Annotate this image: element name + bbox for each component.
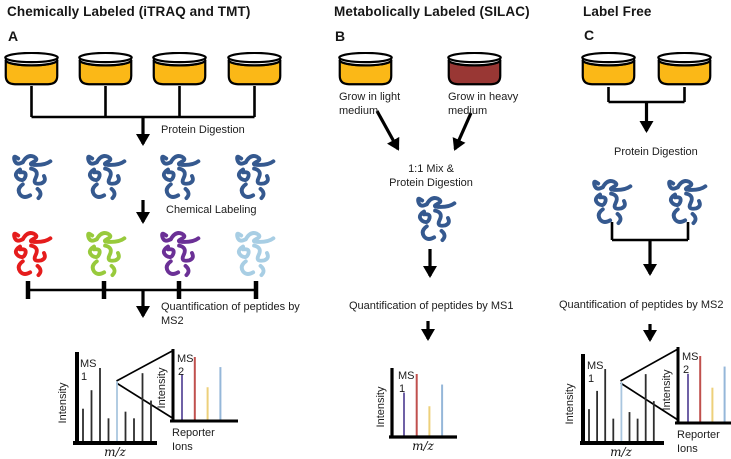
ms1-name-line2: 1 bbox=[399, 383, 405, 395]
ms1-peaks bbox=[588, 369, 655, 442]
ms2-axes bbox=[675, 347, 731, 425]
ms1-xlabel: m/z bbox=[412, 439, 434, 453]
panel-a-step-labeling-label: Chemical Labeling bbox=[166, 204, 257, 216]
heavy-mix-arrow bbox=[452, 112, 473, 151]
panel-a-connectors bbox=[25, 86, 259, 420]
ms1-spectrum-panel-a: MS 1 Intensity m/z bbox=[57, 352, 157, 459]
ms1-peaks bbox=[403, 374, 444, 436]
ms1-xlabel: m/z bbox=[610, 445, 632, 459]
ms2-name-line2: 2 bbox=[683, 364, 689, 376]
ms2-xlabel-line1: Reporter bbox=[172, 427, 215, 439]
ms1-ylabel: Intensity bbox=[564, 383, 576, 424]
ms2-spectrum-panel-c: MS 2 Intensity Reporter Ions bbox=[661, 347, 731, 455]
ms1-ylabel: Intensity bbox=[375, 386, 387, 427]
panel-c-step-digestion-label: Protein Digestion bbox=[614, 146, 698, 158]
peptide-icon bbox=[232, 151, 278, 201]
ms2-peaks bbox=[687, 356, 726, 422]
culture-dish-icon bbox=[3, 52, 60, 87]
ms1-peaks bbox=[82, 368, 152, 442]
ms1-name-line2: 1 bbox=[588, 373, 594, 385]
peptide-icon bbox=[157, 151, 203, 201]
ms2-name-line2: 2 bbox=[178, 366, 184, 378]
peptide-icon bbox=[589, 176, 635, 226]
mix-line1: 1:1 Mix & bbox=[408, 163, 454, 175]
culture-dish-icon bbox=[656, 52, 713, 87]
peptide-icon bbox=[413, 193, 459, 243]
ms2-xlabel-line1: Reporter bbox=[677, 429, 720, 441]
ms1-name-line1: MS bbox=[587, 360, 604, 372]
light-mix-arrow bbox=[375, 110, 400, 151]
ms1-spectrum-panel-c: MS 1 Intensity m/z bbox=[564, 354, 664, 459]
panel-b-title: Metabolically Labeled (SILAC) bbox=[334, 4, 530, 19]
ms1-spectrum-panel-b: MS 1 Intensity m/z bbox=[375, 368, 457, 453]
peptide-icon bbox=[664, 176, 710, 226]
labeled-peptide-icon-green bbox=[83, 228, 129, 278]
mix-digestion-label: 1:1 Mix & Protein Digestion bbox=[372, 163, 490, 190]
labeled-peptide-icon-purple bbox=[157, 228, 203, 278]
peptide-icon bbox=[9, 151, 55, 201]
panel-b-letter: B bbox=[335, 28, 346, 44]
dish-merge-lines bbox=[607, 87, 686, 104]
ms1-axes bbox=[73, 352, 157, 445]
panel-a-step-digestion-label: Protein Digestion bbox=[161, 124, 245, 136]
pool-bracket-ticks bbox=[25, 281, 259, 299]
ms2-xlabel-line2: Ions bbox=[677, 443, 698, 455]
grow-light-line2: medium bbox=[339, 104, 379, 117]
panel-a-letter: A bbox=[8, 28, 19, 44]
culture-dish-icon bbox=[580, 52, 637, 87]
ms2-xlabel-line2: Ions bbox=[172, 441, 193, 453]
culture-dish-icon-light bbox=[337, 52, 394, 87]
ms1-axes bbox=[580, 354, 664, 445]
quant-line-1: Quantification of peptides by bbox=[161, 301, 300, 313]
zoom-wedge-lines bbox=[620, 348, 679, 421]
panel-b-step-quant-label: Quantification of peptides by MS1 bbox=[349, 300, 514, 312]
ms1-xlabel: m/z bbox=[104, 445, 126, 459]
ms2-axes bbox=[170, 349, 238, 423]
panel-c-connectors bbox=[607, 87, 690, 421]
ms2-name-line1: MS bbox=[682, 351, 699, 363]
dish-merge-lines bbox=[30, 86, 256, 119]
panel-c-letter: C bbox=[584, 27, 595, 43]
ms1-name-line1: MS bbox=[80, 358, 97, 370]
ms2-ylabel: Intensity bbox=[661, 369, 673, 410]
panel-c-step-quant-label: Quantification of peptides by MS2 bbox=[559, 299, 724, 311]
grow-light-line1: Grow in light bbox=[339, 91, 401, 103]
culture-dish-icon bbox=[226, 52, 283, 87]
panel-a-title: Chemically Labeled (iTRAQ and TMT) bbox=[7, 4, 251, 19]
panel-b-connectors bbox=[375, 110, 473, 341]
panel-c-title: Label Free bbox=[583, 4, 652, 19]
panel-a-step-quant-label: Quantification of peptides by MS2 bbox=[161, 301, 300, 328]
ms2-name-line1: MS bbox=[177, 353, 194, 365]
culture-dish-icon bbox=[151, 52, 208, 87]
culture-dish-icon-heavy bbox=[446, 52, 503, 87]
peptide-icon bbox=[83, 151, 129, 201]
ms1-ylabel: Intensity bbox=[57, 382, 69, 423]
grow-light-label: Grow in light medium bbox=[339, 91, 400, 118]
grow-heavy-line1: Grow in heavy bbox=[448, 91, 519, 103]
zoom-wedge-lines bbox=[116, 349, 175, 420]
ms1-name-line1: MS bbox=[398, 370, 415, 382]
mix-line2: Protein Digestion bbox=[389, 176, 473, 189]
quant-line-2: MS2 bbox=[161, 314, 184, 327]
culture-dish-icon bbox=[77, 52, 134, 87]
grow-heavy-line2: medium bbox=[448, 104, 488, 117]
ms2-ylabel: Intensity bbox=[156, 367, 168, 408]
ms1-name-line2: 1 bbox=[81, 371, 87, 383]
labeled-peptide-icon-red bbox=[9, 228, 55, 278]
ms1-axes bbox=[389, 368, 457, 439]
ms2-peaks bbox=[181, 357, 222, 420]
grow-heavy-label: Grow in heavy medium bbox=[448, 91, 518, 118]
labeled-peptide-icon-lightblue bbox=[232, 228, 278, 278]
ms2-spectrum-panel-a: MS 2 Intensity Reporter Ions bbox=[156, 349, 238, 453]
